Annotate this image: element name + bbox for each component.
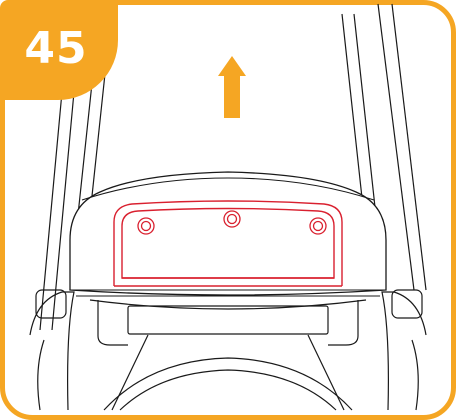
lower-frame [30,290,426,410]
step-number: 45 [24,23,87,74]
up-arrow-icon [218,56,246,118]
